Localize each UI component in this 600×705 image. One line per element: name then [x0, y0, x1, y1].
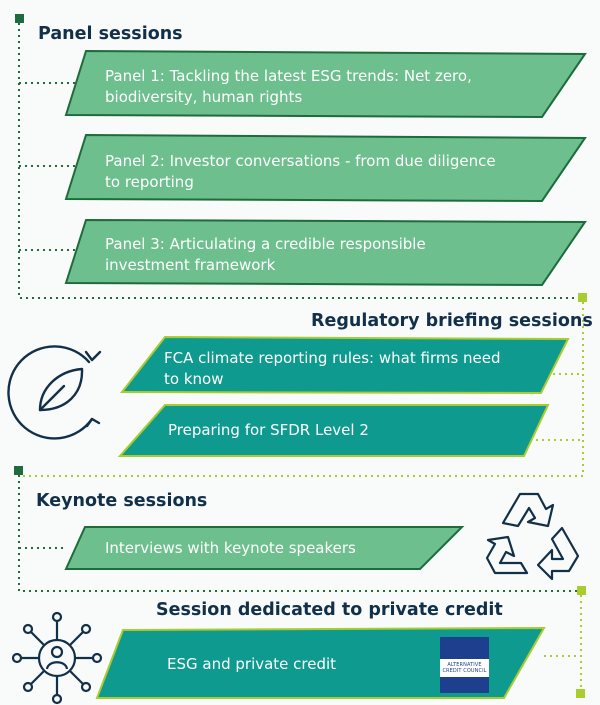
- panel-marker: [15, 14, 24, 23]
- logo-line-2: CREDIT COUNCIL: [442, 668, 487, 674]
- recycle-icon: [485, 492, 580, 581]
- logo-line-1: ALTERNATIVE: [447, 662, 482, 668]
- regulatory-1-line-1: FCA climate reporting rules: what firms …: [164, 349, 501, 367]
- alternative-credit-council-logo: ALTERNATIVE CREDIT COUNCIL: [440, 637, 489, 693]
- private-credit-marker: [577, 586, 586, 595]
- panel-1-line-2: biodiversity, human rights: [105, 88, 303, 106]
- panel-3-line-2: investment framework: [105, 256, 276, 274]
- regulatory-1-text: FCA climate reporting rules: what firms …: [164, 348, 501, 390]
- private-credit-end-marker: [576, 689, 585, 698]
- regulatory-2-text: Preparing for SFDR Level 2: [168, 421, 369, 439]
- regulatory-marker: [578, 293, 587, 302]
- regulatory-1-line-2: to know: [164, 370, 224, 388]
- panel-1-line-1: Panel 1: Tackling the latest ESG trends:…: [105, 67, 472, 85]
- panel-2-line-2: to reporting: [105, 173, 194, 191]
- leaf-cycle-icon: [7, 345, 102, 440]
- keynote-text: Interviews with keynote speakers: [105, 539, 356, 557]
- network-people-icon: [11, 611, 103, 705]
- keynote-marker: [14, 466, 23, 475]
- keynote-sessions-heading: Keynote sessions: [36, 491, 208, 511]
- panel-3-text: Panel 3: Articulating a credible respons…: [105, 234, 426, 276]
- panel-2-text: Panel 2: Investor conversations - from d…: [105, 151, 496, 193]
- private-credit-text: ESG and private credit: [167, 655, 337, 673]
- panel-1-box: [64, 49, 587, 119]
- panel-3-box: [64, 218, 587, 287]
- regulatory-sessions-heading: Regulatory briefing sessions: [311, 311, 593, 331]
- private-credit-box: [95, 626, 546, 699]
- regulatory-2-box: [117, 404, 550, 457]
- panel-sessions-heading: Panel sessions: [38, 24, 183, 44]
- regulatory-1-box: [119, 335, 570, 395]
- private-credit-heading: Session dedicated to private credit: [156, 600, 503, 620]
- panel-2-box: [64, 133, 587, 203]
- keynote-box: [64, 526, 465, 570]
- panel-1-text: Panel 1: Tackling the latest ESG trends:…: [105, 66, 472, 108]
- panel-2-line-1: Panel 2: Investor conversations - from d…: [105, 152, 496, 170]
- panel-3-line-1: Panel 3: Articulating a credible respons…: [105, 235, 426, 253]
